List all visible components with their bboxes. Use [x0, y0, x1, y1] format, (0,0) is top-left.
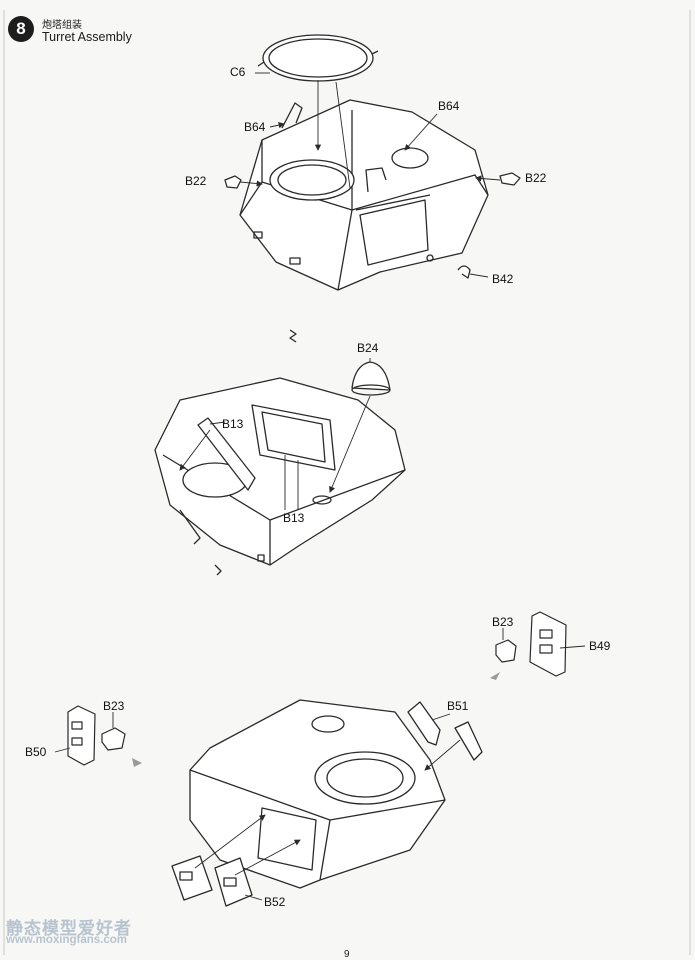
arrow-gray-icon [132, 758, 142, 767]
label-b23-left: B23 [103, 699, 125, 713]
label-b51: B51 [447, 699, 469, 713]
label-c6: C6 [230, 65, 246, 79]
label-b50: B50 [25, 745, 47, 759]
label-b52: B52 [264, 895, 286, 909]
label-b42: B42 [492, 272, 514, 286]
watermark-site-name: 静态模型爱好者 [6, 919, 132, 938]
turret-underside-view [154, 329, 406, 576]
label-b23-right: B23 [492, 615, 514, 629]
turret-rear-view [171, 699, 483, 907]
step-title-english: Turret Assembly [42, 30, 132, 44]
label-b49: B49 [589, 639, 611, 653]
page-number: 9 [344, 949, 350, 960]
label-b64-left: B64 [244, 120, 266, 134]
part-group-b49 [495, 611, 567, 677]
step-title-chinese: 炮塔组装 [42, 20, 82, 31]
label-b13-top: B13 [222, 417, 244, 431]
label-b24: B24 [357, 341, 379, 355]
watermark-url: www.moxingfans.com [6, 934, 127, 946]
label-b22-right: B22 [525, 171, 547, 185]
label-b22-left: B22 [185, 174, 207, 188]
arrow-gray-icon [490, 672, 500, 680]
label-b13-bottom: B13 [283, 511, 305, 525]
step-number-badge: 8 [8, 16, 34, 42]
label-b64-right: B64 [438, 99, 460, 113]
turret-top-view [224, 34, 521, 291]
part-group-b50 [67, 705, 126, 766]
